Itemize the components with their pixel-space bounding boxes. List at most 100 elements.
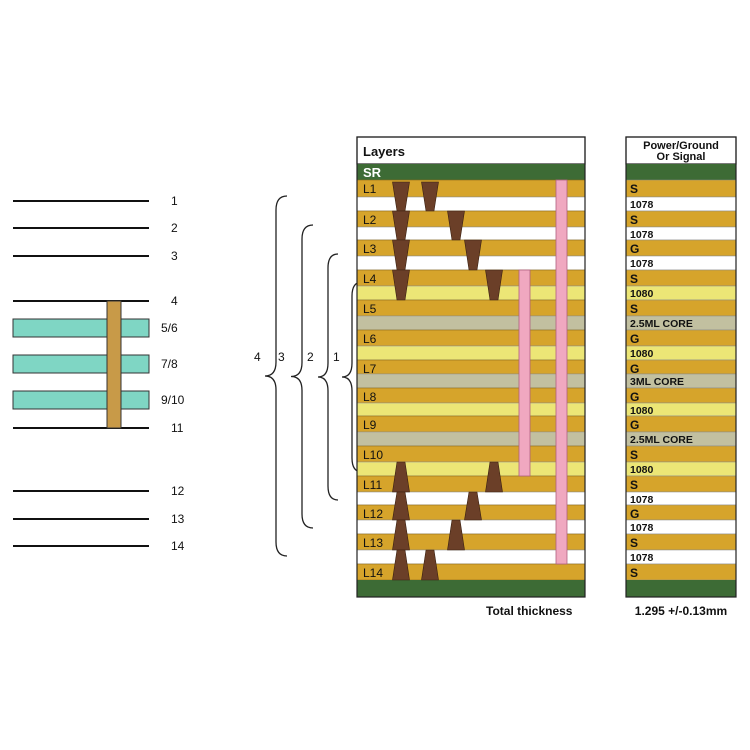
layer-number-label: 14: [171, 539, 185, 553]
layer-function-label: S: [630, 448, 638, 462]
microvia: [485, 269, 503, 301]
dielectric-type-label: 1080: [630, 288, 654, 300]
power-row-band: [625, 299, 737, 317]
layer-name-label: L3: [363, 242, 377, 256]
layer-function-label: G: [630, 390, 639, 404]
layers-header: Layers: [363, 144, 405, 159]
layer-number-label: 12: [171, 484, 185, 498]
dielectric-layer: [356, 285, 586, 301]
copper-layer: [356, 475, 586, 493]
layer-function-label: S: [630, 302, 638, 316]
core-pair-bar: [12, 354, 150, 374]
power-row-band: [625, 533, 737, 551]
power-row-band: [625, 415, 737, 433]
layer-function-label: S: [630, 536, 638, 550]
power-mask-bottom: [626, 580, 736, 597]
dielectric-layer: [356, 519, 586, 535]
copper-layer: [356, 563, 586, 581]
microvia: [464, 491, 482, 521]
bracket-1: [341, 281, 363, 473]
power-mask-top: [626, 164, 736, 180]
layer-function-label: S: [630, 182, 638, 196]
layer-number-label: 2: [171, 221, 178, 235]
power-row-band: [625, 359, 737, 375]
layer-function-label: S: [630, 272, 638, 286]
layer-name-label: L13: [363, 536, 383, 550]
copper-layer: [356, 329, 586, 347]
power-row-band: [625, 563, 737, 581]
microvia: [392, 491, 410, 521]
core-pair-bar: [12, 390, 150, 410]
power-row-band: [625, 445, 737, 463]
microvia: [447, 210, 465, 241]
copper-layer: [356, 210, 586, 228]
layer-name-label: L10: [363, 448, 383, 462]
dielectric-layer: [356, 461, 586, 477]
microvia: [392, 519, 410, 551]
microvia: [421, 181, 439, 212]
layer-name-label: L12: [363, 507, 383, 521]
power-row-band: [625, 239, 737, 257]
bracket-2: [317, 253, 339, 501]
dielectric-layer: [356, 373, 586, 389]
layer-name-label: L14: [363, 566, 383, 580]
layer-name-label: L9: [363, 418, 377, 432]
layer-name-label: L7: [363, 362, 377, 376]
copper-layer: [356, 269, 586, 287]
layer-function-label: G: [630, 418, 639, 432]
layer-pair-label: 9/10: [161, 393, 185, 407]
copper-layer: [356, 387, 586, 404]
bracket-label: 3: [278, 350, 285, 364]
layer-function-label: S: [630, 566, 638, 580]
dielectric-type-label: 1078: [630, 258, 654, 270]
dielectric-type-label: 1078: [630, 199, 654, 211]
solder-mask-bottom: [357, 580, 585, 597]
layer-pair-label: 7/8: [161, 357, 178, 371]
dielectric-layer: [356, 402, 586, 417]
layer-name-label: L4: [363, 272, 377, 286]
layer-name-label: L1: [363, 182, 377, 196]
dielectric-type-label: 2.5ML CORE: [630, 318, 693, 330]
bracket-label: 4: [254, 350, 261, 364]
power-row-band: [625, 269, 737, 287]
total-thickness-label: Total thickness: [486, 604, 573, 618]
core-pair-bar: [12, 318, 150, 338]
dielectric-layer: [356, 315, 586, 331]
layer-number-label: 1: [171, 194, 178, 208]
power-header-line2: Or Signal: [657, 151, 706, 163]
layer-function-label: S: [630, 478, 638, 492]
copper-layer: [356, 533, 586, 551]
dielectric-layer: [356, 226, 586, 241]
solder-mask-top: [357, 164, 585, 180]
copper-layer: [356, 359, 586, 375]
dielectric-type-label: 3ML CORE: [630, 376, 684, 388]
dielectric-type-label: 1078: [630, 522, 654, 534]
power-row-band: [625, 504, 737, 521]
stackup-outline: [356, 136, 586, 598]
dielectric-layer: [356, 345, 586, 361]
microvia: [392, 549, 410, 581]
total-thickness-value: 1.295 +/-0.13mm: [635, 604, 727, 618]
buried-via: [518, 269, 531, 477]
layer-name-label: L8: [363, 390, 377, 404]
power-row-band: [625, 475, 737, 493]
microvia: [447, 519, 465, 551]
layer-name-label: L6: [363, 332, 377, 346]
dielectric-layer: [356, 196, 586, 212]
power-row-band: [625, 329, 737, 347]
power-column-outline: [625, 136, 737, 598]
layer-name-label: L5: [363, 302, 377, 316]
power-header-line1: Power/Ground: [643, 140, 719, 152]
microvia: [485, 461, 503, 493]
layer-function-label: G: [630, 507, 639, 521]
layer-name-label: L11: [363, 478, 382, 492]
layer-function-label: G: [630, 242, 639, 256]
layer-number-label: 4: [171, 294, 178, 308]
layer-pair-label: 5/6: [161, 321, 178, 335]
bracket-label: 2: [307, 350, 314, 364]
dielectric-layer: [356, 431, 586, 447]
layer-number-label: 3: [171, 249, 178, 263]
bracket-4: [264, 195, 288, 557]
